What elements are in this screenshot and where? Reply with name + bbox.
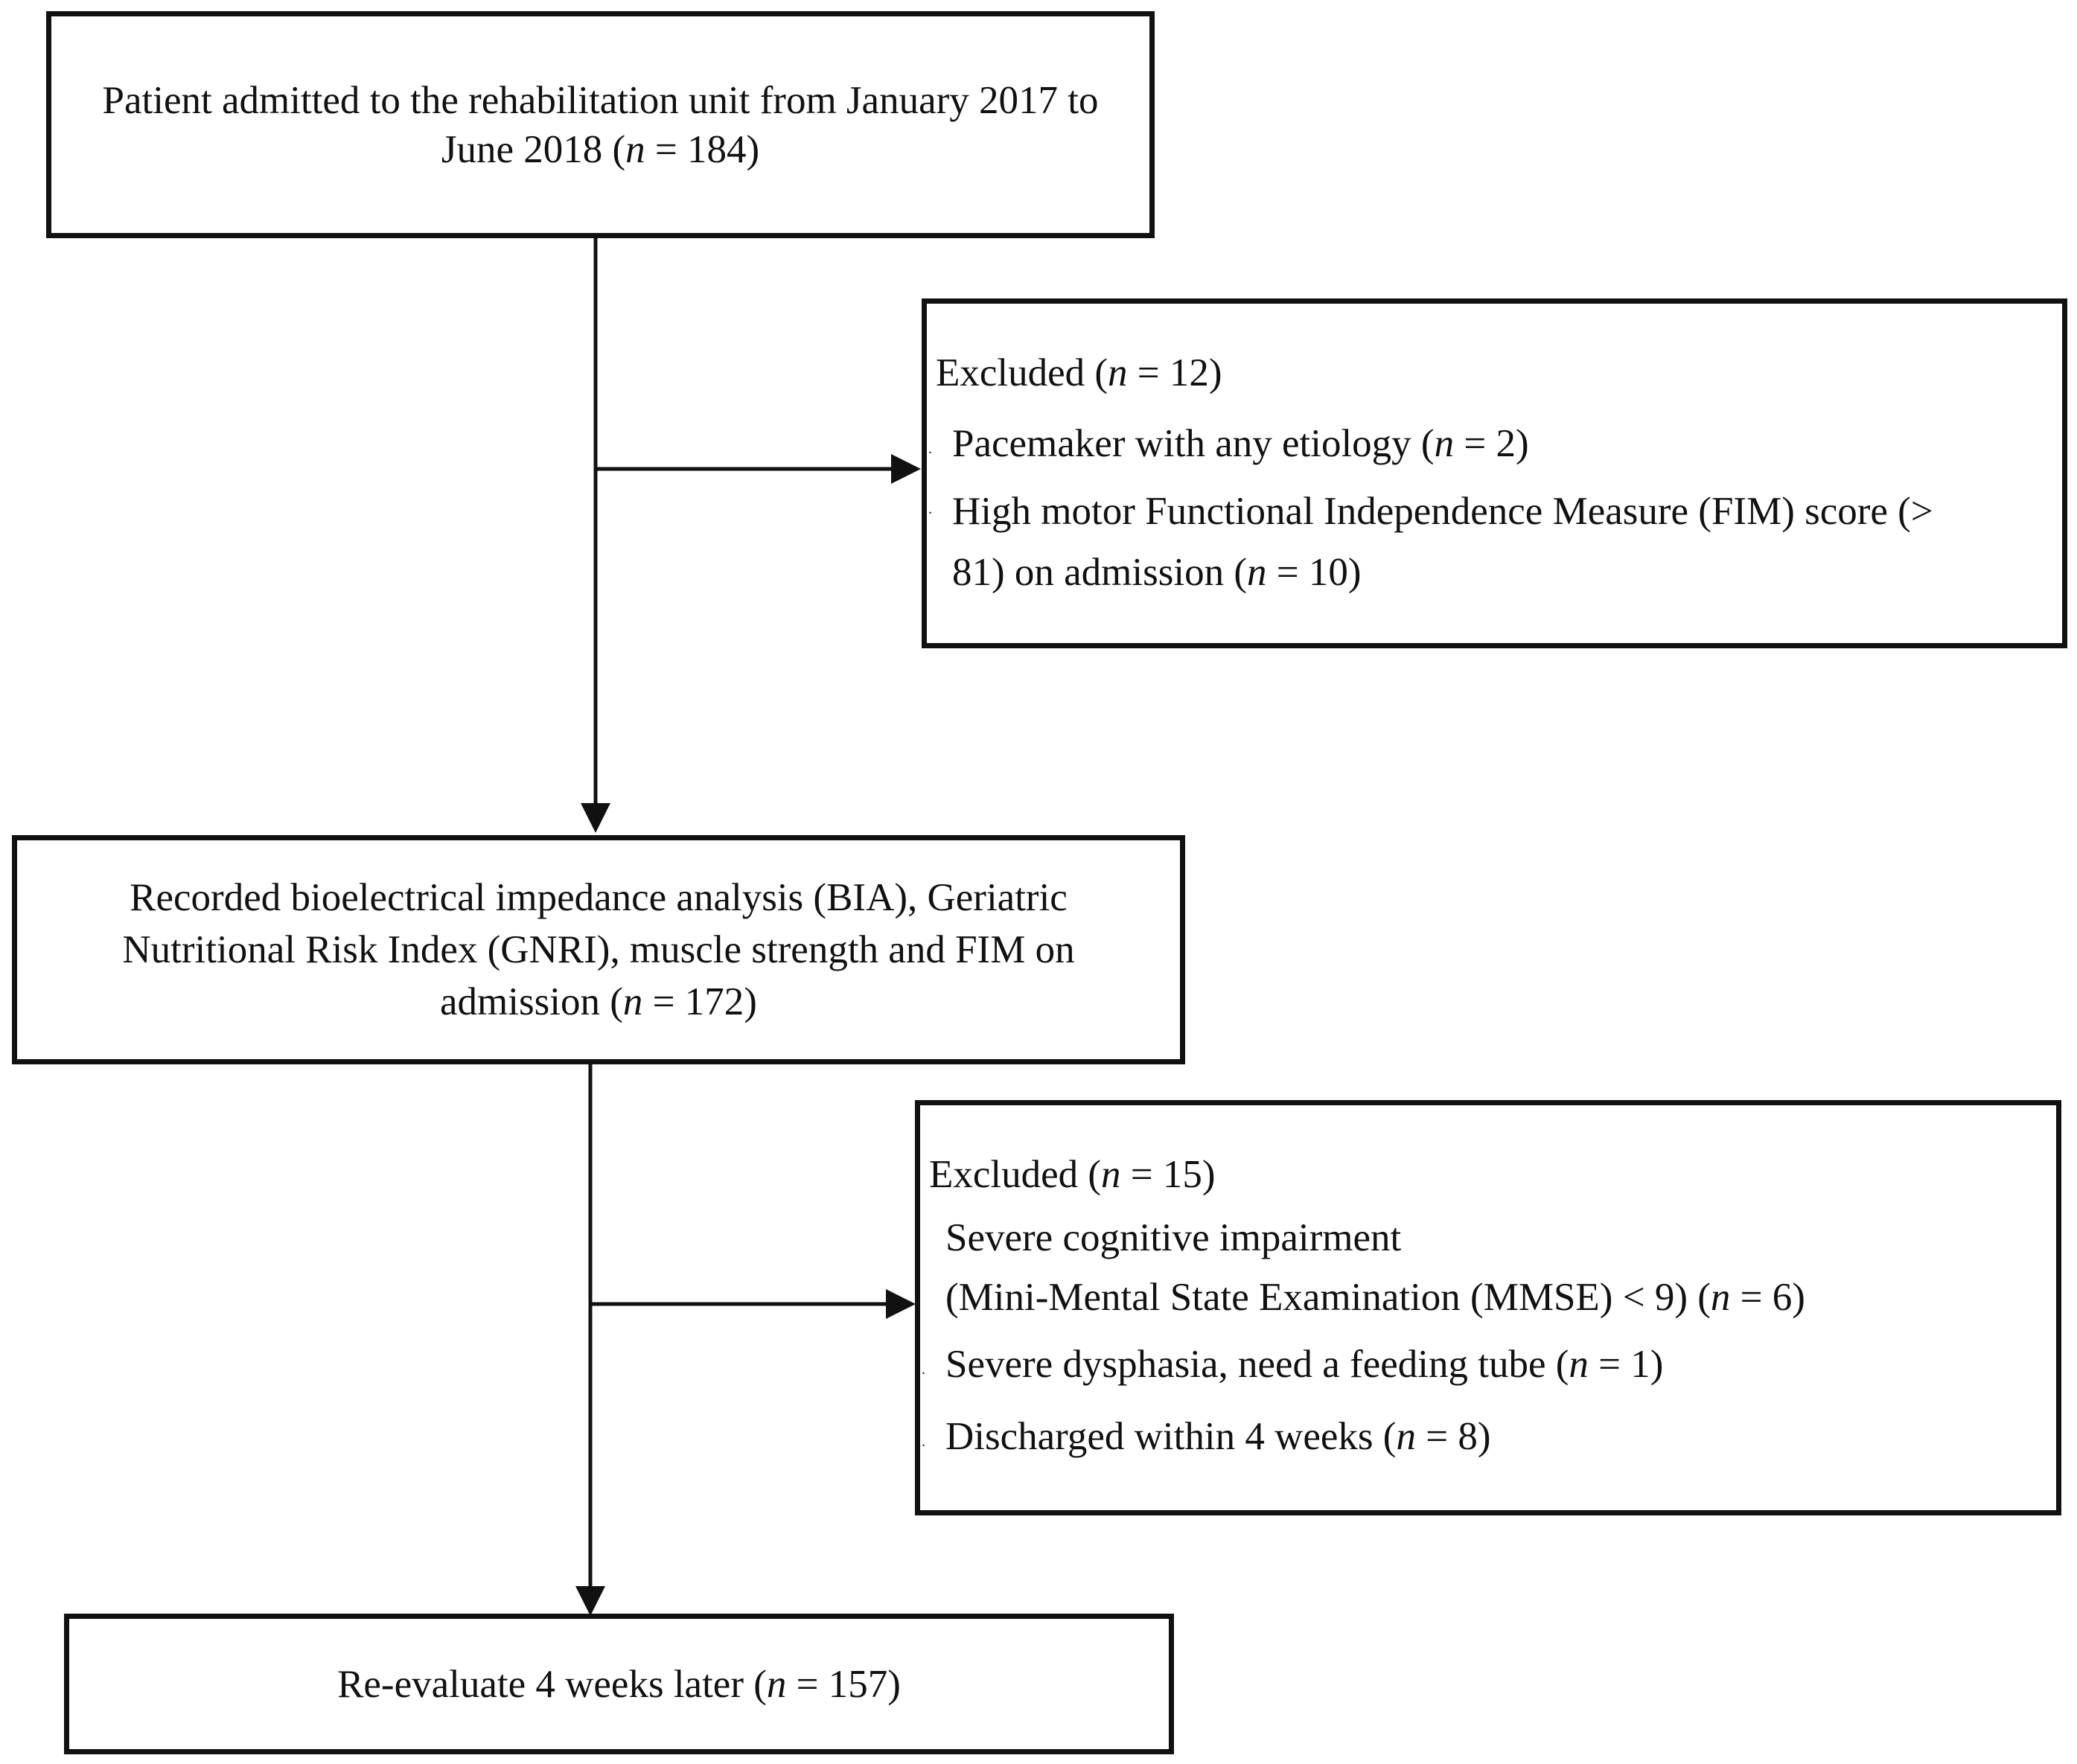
- n-variable: n: [1569, 1343, 1589, 1386]
- n-variable: n: [625, 127, 645, 171]
- reevaluate-text: Re-evaluate 4 weeks later (n = 157): [328, 1660, 910, 1709]
- item-text-suffix: = 2): [1454, 422, 1529, 465]
- n-variable: n: [1396, 1415, 1416, 1458]
- item-text-suffix: = 1): [1588, 1343, 1664, 1386]
- exclusion2-header-suffix: = 15): [1120, 1153, 1216, 1196]
- recorded-text: Recorded bioelectrical impedance analysi…: [113, 872, 1083, 1028]
- reevaluate-box: Re-evaluate 4 weeks later (n = 157): [64, 1614, 1174, 1754]
- recorded-line2: Nutritional Risk Index (GNRI), muscle st…: [122, 928, 1075, 971]
- item-line2-prefix: 81) on admission (: [952, 551, 1247, 594]
- item-text-prefix: Discharged within 4 weeks (: [945, 1415, 1397, 1458]
- bullet-marker: .: [928, 441, 932, 457]
- exclusion2-item-cognitive: Severe cognitive impairment (Mini-Mental…: [945, 1208, 1805, 1327]
- bullet-marker: .: [922, 1434, 925, 1450]
- n-variable: n: [766, 1662, 787, 1706]
- bullet-marker: .: [922, 1361, 925, 1378]
- bullet-marker: .: [928, 501, 932, 517]
- admitted-box: Patient admitted to the rehabilitation u…: [46, 11, 1155, 238]
- n-variable: n: [1101, 1153, 1121, 1196]
- n-variable: n: [1434, 422, 1455, 465]
- exclusion2-item-dysphasia: Severe dysphasia, need a feeding tube (n…: [945, 1340, 1663, 1389]
- admitted-text: Patient admitted to the rehabilitation u…: [94, 76, 1108, 174]
- recorded-line3-prefix: admission (: [440, 980, 623, 1023]
- n-variable: n: [622, 980, 643, 1023]
- item-line2-prefix: (Mini-Mental State Examination (MMSE) < …: [945, 1276, 1711, 1319]
- item-line1: High motor Functional Independence Measu…: [952, 490, 1933, 533]
- admitted-line2-prefix: June 2018 (: [441, 127, 626, 171]
- exclusion2-header: Excluded (n = 15): [929, 1150, 1216, 1199]
- admitted-line1: Patient admitted to the rehabilitation u…: [102, 78, 1099, 122]
- exclusion1-box: Excluded (n = 12) . Pacemaker with any e…: [922, 298, 2067, 648]
- reevaluate-prefix: Re-evaluate 4 weeks later (: [337, 1662, 767, 1706]
- exclusion1-header-prefix: Excluded (: [936, 351, 1108, 394]
- item-text-suffix: = 8): [1415, 1415, 1491, 1458]
- exclusion2-header-prefix: Excluded (: [929, 1153, 1102, 1196]
- exclusion2-item-discharged: Discharged within 4 weeks (n = 8): [945, 1412, 1490, 1461]
- n-variable: n: [1247, 551, 1267, 594]
- recorded-line3-suffix: = 172): [642, 980, 757, 1023]
- recorded-box: Recorded bioelectrical impedance analysi…: [12, 835, 1185, 1064]
- item-line2-suffix: = 10): [1266, 551, 1362, 594]
- item-line1: Severe cognitive impairment: [945, 1216, 1402, 1259]
- item-text-prefix: Severe dysphasia, need a feeding tube (: [945, 1343, 1569, 1386]
- item-line2-suffix: = 6): [1730, 1276, 1805, 1319]
- exclusion1-item-pacemaker: Pacemaker with any etiology (n = 2): [952, 419, 1529, 468]
- exclusion1-header: Excluded (n = 12): [936, 348, 1222, 397]
- exclusion1-item-high-fim: High motor Functional Independence Measu…: [952, 481, 1933, 603]
- n-variable: n: [1108, 351, 1128, 394]
- n-variable: n: [1710, 1276, 1731, 1319]
- exclusion2-box: Excluded (n = 15) Severe cognitive impai…: [915, 1100, 2061, 1515]
- admitted-line2-suffix: = 184): [645, 127, 760, 171]
- reevaluate-suffix: = 157): [786, 1662, 901, 1706]
- item-text-prefix: Pacemaker with any etiology (: [952, 422, 1435, 465]
- recorded-line1: Recorded bioelectrical impedance analysi…: [130, 876, 1068, 919]
- exclusion1-header-suffix: = 12): [1127, 351, 1222, 394]
